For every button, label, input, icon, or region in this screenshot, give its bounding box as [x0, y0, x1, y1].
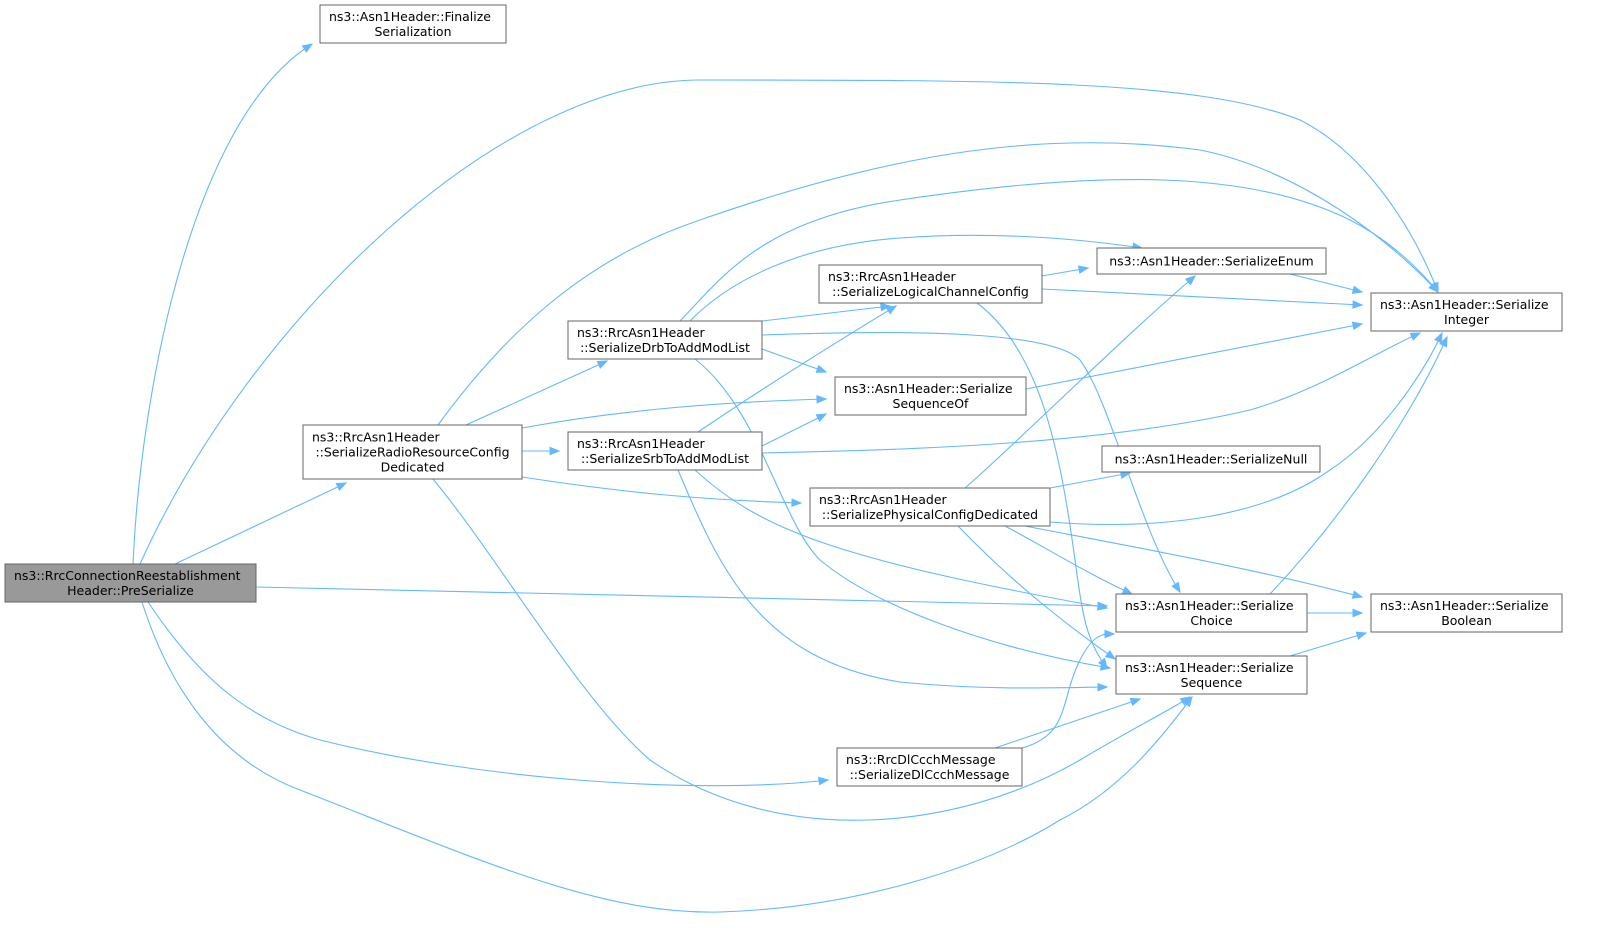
node-radio-label-0: ns3::RrcAsn1Header [312, 430, 441, 445]
edge-radio-to-seqof [521, 394, 828, 429]
node-logical[interactable]: ns3::RrcAsn1Header::SerializeLogicalChan… [818, 264, 1043, 304]
edge-radio-to-sequence [432, 478, 1192, 821]
edge-physical-to-integer [1049, 331, 1443, 525]
edge-radio-to-drb [465, 360, 609, 426]
edge-srb-to-logical [697, 305, 898, 433]
node-logical-label-1: ::SerializeLogicalChannelConfig [832, 284, 1029, 299]
node-sequence-label-0: ns3::Asn1Header::Serialize [1125, 660, 1294, 675]
node-radio-label-1: ::SerializeRadioResourceConfig [315, 445, 509, 460]
edge-root-to-choice [255, 586, 1109, 611]
node-choice-label-0: ns3::Asn1Header::Serialize [1125, 598, 1294, 613]
edge-radio-to-srb [522, 446, 561, 456]
edge-choice-to-integer [1269, 335, 1448, 595]
edge-drb-to-logical [761, 302, 892, 322]
node-dlccch[interactable]: ns3::RrcDlCcchMessage::SerializeDlCcchMe… [836, 747, 1023, 787]
edge-root-to-integer [139, 79, 1439, 565]
node-enum-label-0: ns3::Asn1Header::SerializeEnum [1109, 254, 1313, 269]
edge-seqof-to-integer [1025, 321, 1364, 390]
node-boolean-label-1: Boolean [1441, 613, 1492, 628]
edge-logical-to-sequence [976, 302, 1108, 670]
edge-root-to-finalize [132, 43, 314, 565]
edge-root-to-dlccch [147, 601, 830, 787]
edge-dlccch-to-choice [1021, 629, 1116, 749]
node-null-label-0: ns3::Asn1Header::SerializeNull [1115, 452, 1308, 467]
node-integer-label-0: ns3::Asn1Header::Serialize [1380, 297, 1549, 312]
edge-drb-to-integer [679, 179, 1439, 322]
node-srb[interactable]: ns3::RrcAsn1Header::SerializeSrbToAddMod… [567, 431, 763, 471]
edge-srb-to-integer [761, 332, 1422, 454]
node-drb[interactable]: ns3::RrcAsn1Header::SerializeDrbToAddMod… [567, 320, 763, 360]
edge-drb-to-choice [761, 331, 1181, 594]
edge-drb-to-seqof [761, 348, 828, 373]
edge-srb-to-sequence [677, 469, 1109, 692]
edge-dlccch-to-sequence [994, 697, 1142, 749]
edge-physical-to-enum [964, 275, 1197, 489]
edge-root-to-radio [174, 482, 348, 565]
node-drb-label-0: ns3::RrcAsn1Header [577, 325, 706, 340]
edge-root-to-sequence [141, 601, 1193, 913]
edge-physical-to-choice [1004, 525, 1134, 595]
node-finalize-label-1: Serialization [374, 24, 451, 39]
edge-srb-to-choice [694, 469, 1109, 611]
node-seqof-label-1: SequenceOf [893, 396, 969, 411]
node-srb-label-1: ::SerializeSrbToAddModList [581, 451, 749, 466]
node-drb-label-1: ::SerializeDrbToAddModList [580, 340, 750, 355]
edge-sequence-to-boolean [1289, 631, 1368, 657]
node-radio-label-2: Dedicated [381, 460, 445, 475]
edge-choice-to-boolean [1307, 608, 1364, 618]
edge-enum-to-integer [1289, 273, 1364, 294]
node-dlccch-label-1: ::SerializeDlCcchMessage [850, 767, 1010, 782]
node-srb-label-0: ns3::RrcAsn1Header [577, 436, 706, 451]
edge-physical-to-sequence [957, 525, 1117, 660]
edge-srb-to-seqof [761, 413, 828, 447]
node-boolean-label-0: ns3::Asn1Header::Serialize [1380, 598, 1549, 613]
node-logical-label-0: ns3::RrcAsn1Header [828, 269, 957, 284]
node-radio[interactable]: ns3::RrcAsn1Header::SerializeRadioResour… [302, 424, 523, 480]
node-null[interactable]: ns3::Asn1Header::SerializeNull [1101, 445, 1321, 473]
node-choice-label-1: Choice [1190, 613, 1233, 628]
node-sequence-label-1: Sequence [1181, 675, 1243, 690]
edge-logical-to-integer [1041, 288, 1364, 309]
node-finalize-label-0: ns3::Asn1Header::Finalize [329, 9, 491, 24]
node-root-label-0: ns3::RrcConnectionReestablishment [14, 568, 241, 583]
node-physical[interactable]: ns3::RrcAsn1Header::SerializePhysicalCon… [809, 487, 1051, 527]
node-enum[interactable]: ns3::Asn1Header::SerializeEnum [1096, 247, 1327, 275]
node-root[interactable]: ns3::RrcConnectionReestablishmentHeader:… [4, 563, 257, 603]
edge-logical-to-enum [1041, 265, 1090, 277]
node-root-label-1: Header::PreSerialize [67, 583, 194, 598]
node-physical-label-0: ns3::RrcAsn1Header [819, 492, 948, 507]
edge-radio-to-physical [521, 476, 803, 508]
edge-physical-to-boolean [1024, 525, 1364, 599]
node-dlccch-label-0: ns3::RrcDlCcchMessage [846, 752, 996, 767]
node-integer-label-1: Integer [1444, 312, 1490, 327]
node-seqof-label-0: ns3::Asn1Header::Serialize [844, 381, 1013, 396]
node-physical-label-1: ::SerializePhysicalConfigDedicated [822, 507, 1038, 522]
